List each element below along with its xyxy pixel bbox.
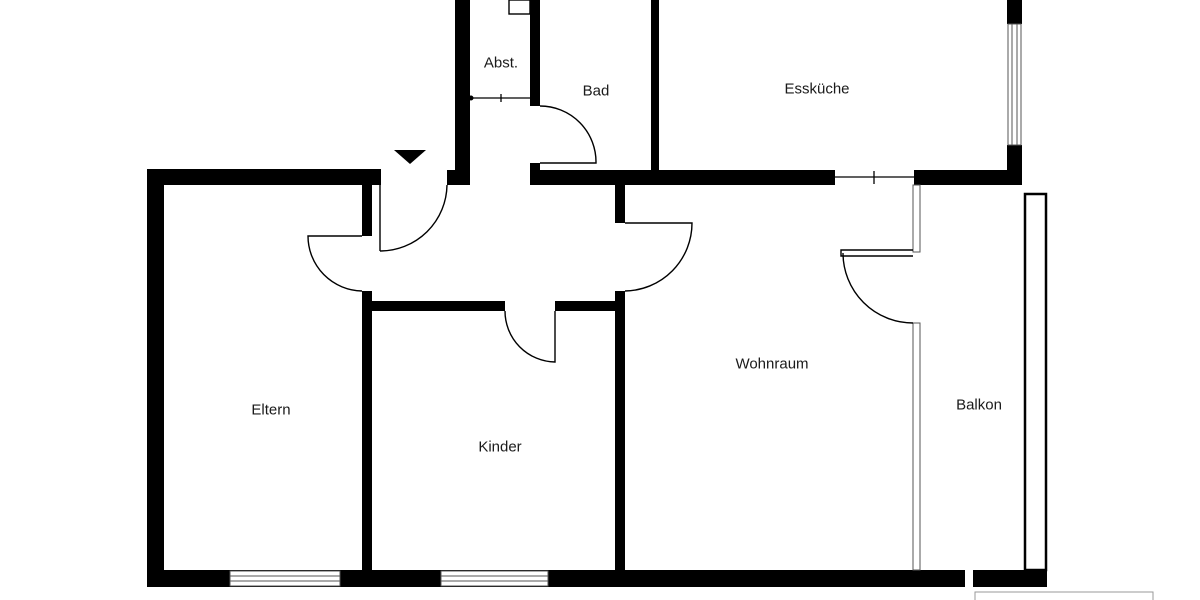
room-label-eltern: Eltern bbox=[251, 401, 291, 419]
room-label-bad: Bad bbox=[582, 82, 610, 100]
room-label-esskueche: Essküche bbox=[784, 80, 850, 98]
walls bbox=[147, 0, 1047, 587]
entrance-arrow-icon bbox=[394, 150, 426, 164]
room-label-balkon: Balkon bbox=[956, 396, 1002, 414]
room-label-abst: Abst. bbox=[483, 54, 519, 72]
balcony-glass-wall bbox=[912, 184, 1154, 600]
room-label-kinder: Kinder bbox=[478, 438, 522, 456]
room-label-wohnraum: Wohnraum bbox=[735, 355, 809, 373]
windows bbox=[229, 23, 1022, 587]
swing-doors bbox=[307, 105, 914, 363]
sliding-doors bbox=[468, 94, 914, 184]
